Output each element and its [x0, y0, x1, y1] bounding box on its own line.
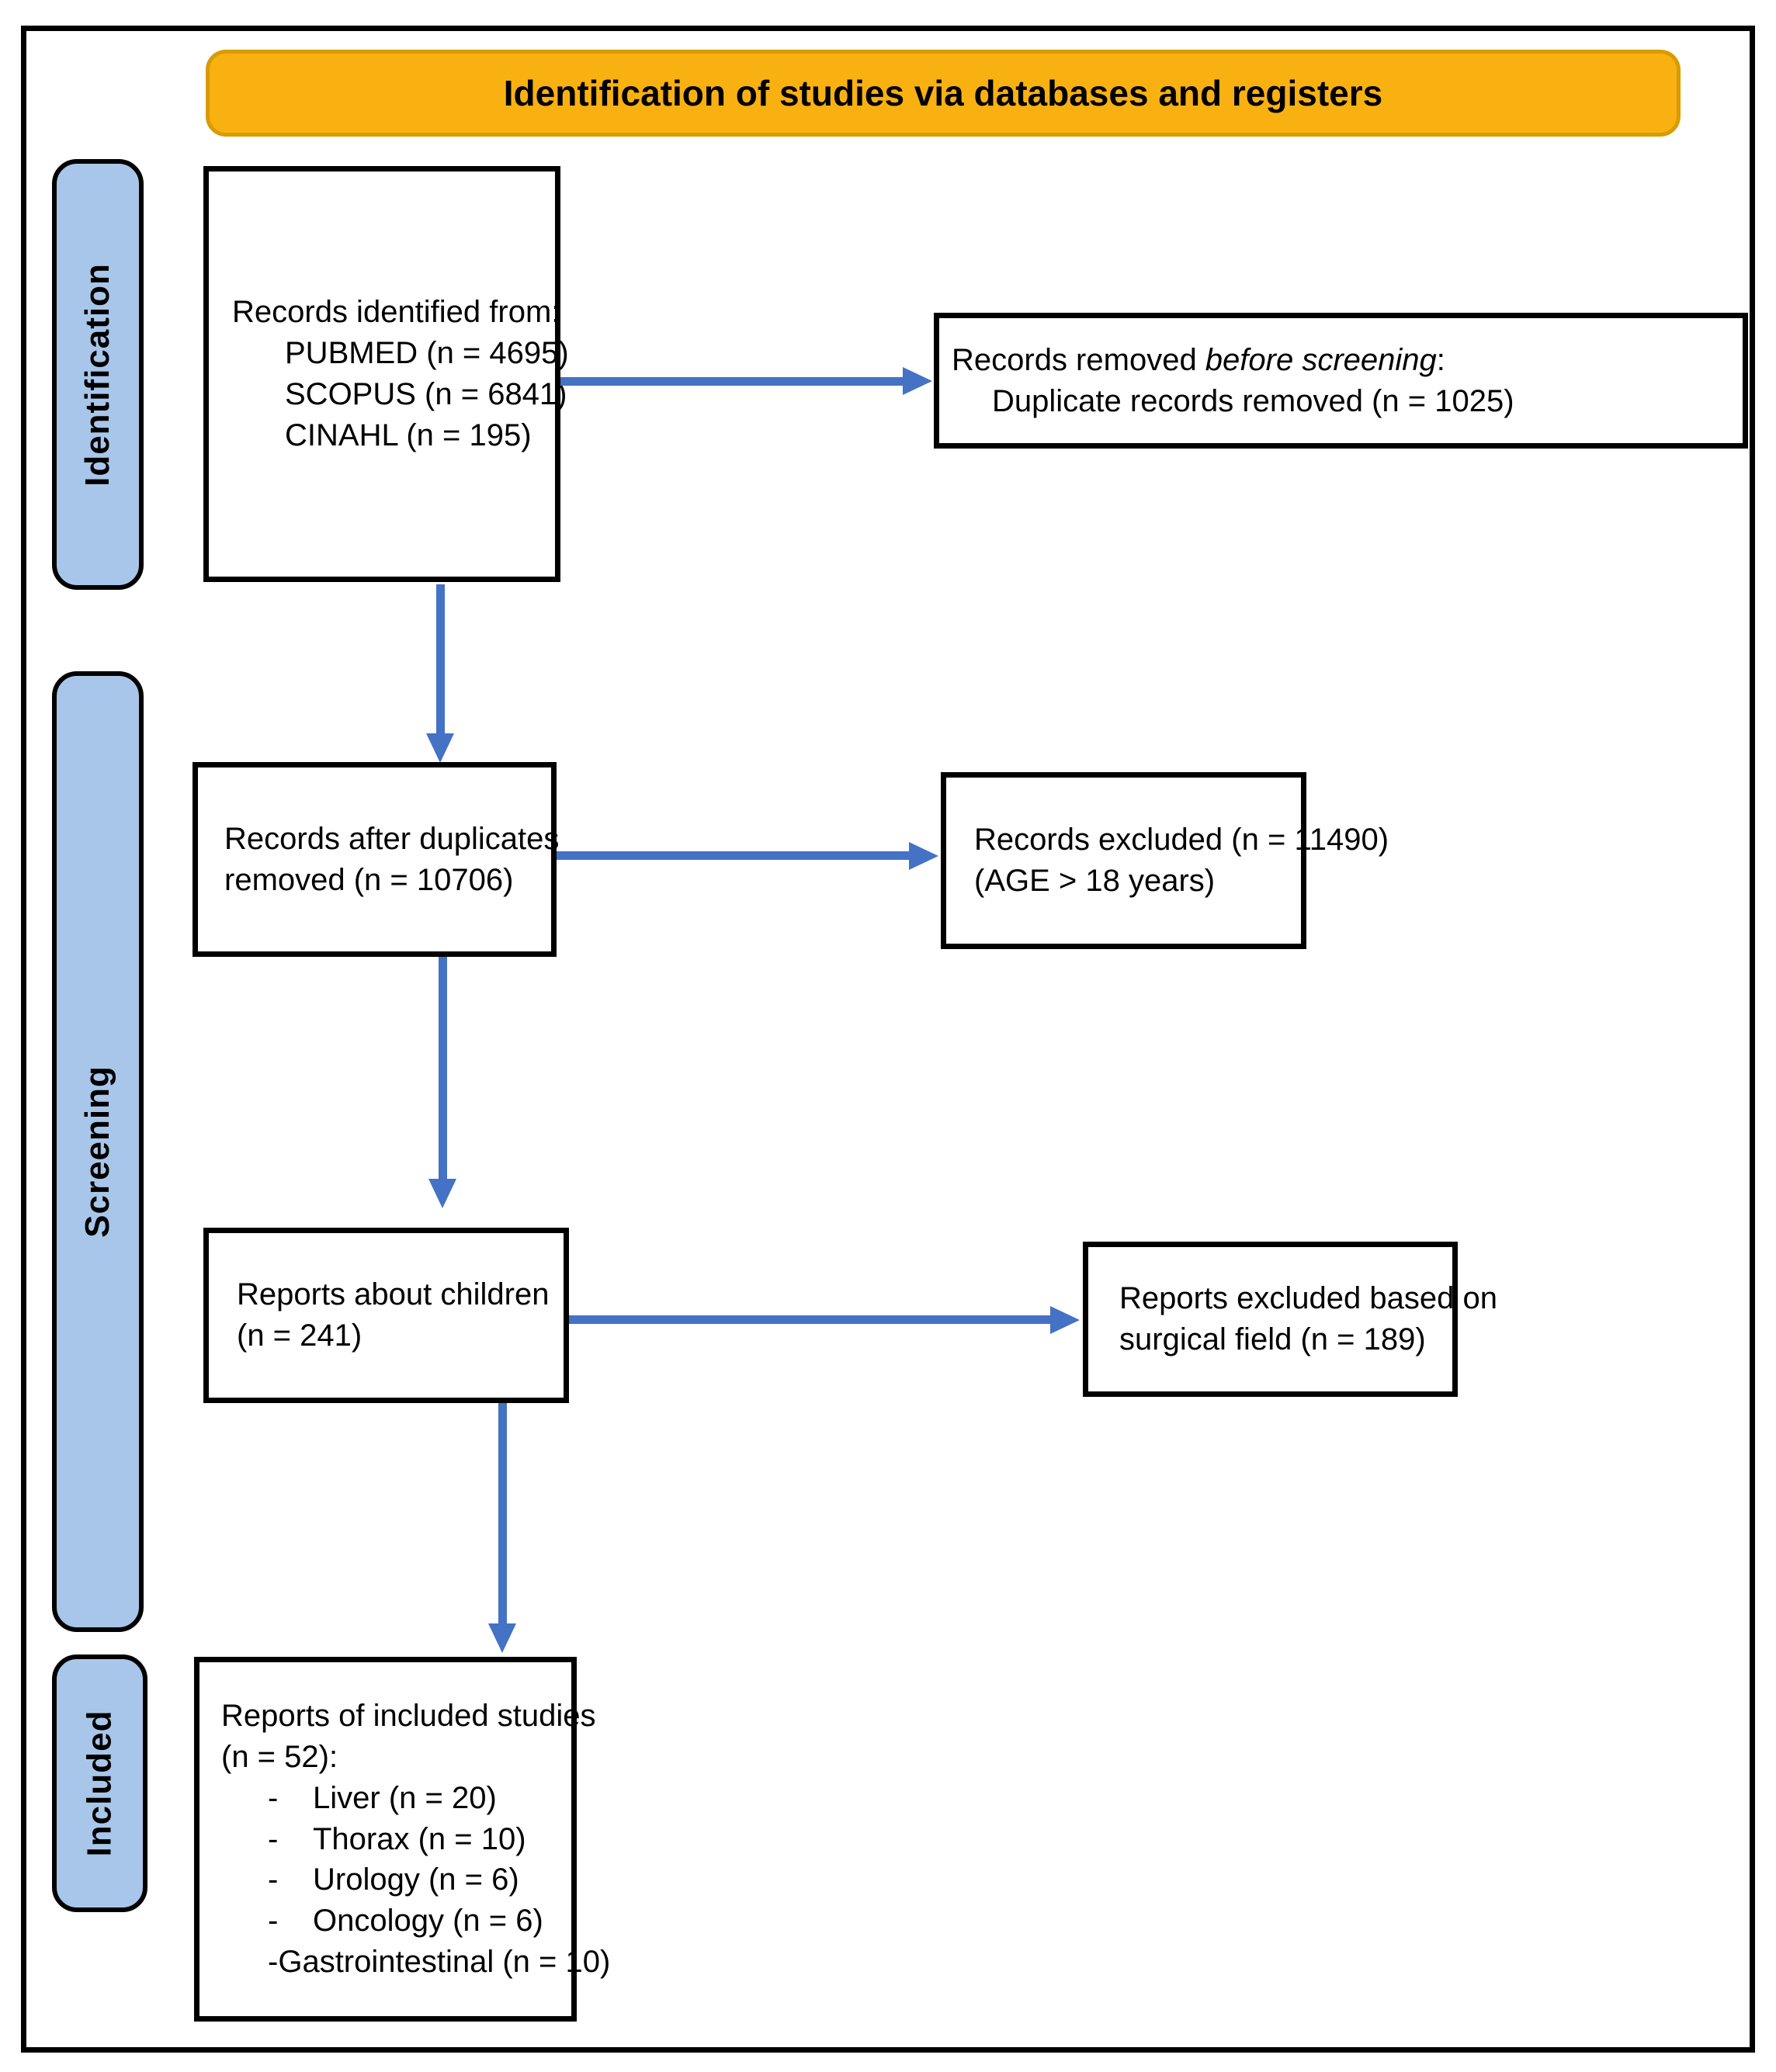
records-after-duplicates-box: Records after duplicates removed (n = 10…	[193, 762, 560, 957]
reports-included-box: Reports of included studies (n = 52): -L…	[194, 1657, 610, 2022]
reports-excluded-surgical-box: Reports excluded based on surgical field…	[1083, 1242, 1497, 1397]
list-dash: -	[268, 1821, 279, 1856]
arrow-shaft	[498, 1403, 507, 1627]
arrow-shaft	[560, 377, 905, 386]
list-dash: -	[268, 1944, 279, 1979]
list-item-text: Urology (n = 6)	[313, 1862, 519, 1897]
included-list-item: -Urology (n = 6)	[221, 1859, 571, 1900]
box-text-line: removed (n = 10706)	[224, 862, 514, 897]
list-dash: -	[268, 1780, 279, 1815]
stage-label-screening: Screening	[52, 671, 144, 1632]
banner: Identification of studies via databases …	[206, 50, 1681, 137]
box-text-line: PUBMED (n = 4695)	[285, 336, 569, 371]
stage-label-identification: Identification	[52, 159, 144, 590]
arrow-shaft	[569, 1315, 1052, 1324]
box-text-line: Reports about children	[237, 1277, 550, 1312]
reports-about-children-box: Reports about children (n = 241)	[203, 1228, 569, 1403]
banner-title: Identification of studies via databases …	[503, 73, 1383, 113]
records-excluded-box: Records excluded (n = 11490) (AGE > 18 y…	[941, 772, 1389, 949]
box-text-line: SCOPUS (n = 6841)	[285, 377, 567, 411]
records-identified-box: Records identified from: PUBMED (n = 469…	[203, 166, 569, 582]
box-text-italic-segment: before screening	[1205, 342, 1437, 377]
list-item-text: Oncology (n = 6)	[313, 1904, 543, 1939]
stage-label-text: Screening	[78, 1065, 116, 1238]
list-item-text: Gastrointestinal (n = 10)	[278, 1944, 611, 1979]
box-text-line: (n = 241)	[237, 1318, 362, 1353]
included-list-item: -Oncology (n = 6)	[221, 1900, 571, 1942]
box-text-line: Records after duplicates	[224, 821, 560, 856]
records-removed-before-screening-box: Records removed before screening: Duplic…	[934, 313, 1748, 449]
box-text-line: (AGE > 18 years)	[974, 864, 1216, 898]
stage-label-text: Included	[80, 1710, 119, 1857]
box-text-segment: Records removed	[952, 342, 1205, 377]
box-text-line: Records removed before screening:	[952, 340, 1743, 381]
box-text-line: Reports of included studies	[221, 1699, 596, 1734]
box-text-line: Reports excluded based on	[1119, 1281, 1497, 1316]
box-text-line: Records excluded (n = 11490)	[974, 823, 1389, 858]
box-text-line: (n = 52):	[221, 1740, 338, 1774]
box-text-line: surgical field (n = 189)	[1119, 1322, 1426, 1357]
box-text-line: Records identified from:	[232, 295, 560, 330]
box-text-line: Duplicate records removed (n = 1025)	[992, 383, 1514, 418]
arrow-shaft	[557, 851, 911, 860]
included-list-item: -Liver (n = 20)	[221, 1778, 571, 1819]
arrow-shaft	[439, 957, 447, 1182]
list-item-text: Thorax (n = 10)	[313, 1821, 526, 1856]
arrowhead-down-icon	[426, 733, 454, 763]
included-list-item: -Thorax (n = 10)	[221, 1819, 571, 1860]
arrowhead-right-icon	[903, 367, 932, 395]
arrowhead-down-icon	[488, 1623, 516, 1653]
arrow-shaft	[436, 584, 445, 736]
included-list-item: -Gastrointestinal (n = 10)	[221, 1942, 610, 1983]
box-text-line: CINAHL (n = 195)	[285, 418, 532, 452]
diagram-frame	[21, 26, 1755, 2053]
box-text-segment: :	[1436, 342, 1445, 377]
list-item-text: Liver (n = 20)	[313, 1780, 497, 1815]
arrowhead-right-icon	[1050, 1306, 1080, 1334]
arrowhead-right-icon	[909, 842, 938, 870]
list-dash: -	[268, 1904, 279, 1939]
stage-label-text: Identification	[78, 262, 116, 487]
list-dash: -	[268, 1862, 279, 1897]
stage-label-included: Included	[52, 1654, 147, 1912]
arrowhead-down-icon	[428, 1179, 456, 1208]
